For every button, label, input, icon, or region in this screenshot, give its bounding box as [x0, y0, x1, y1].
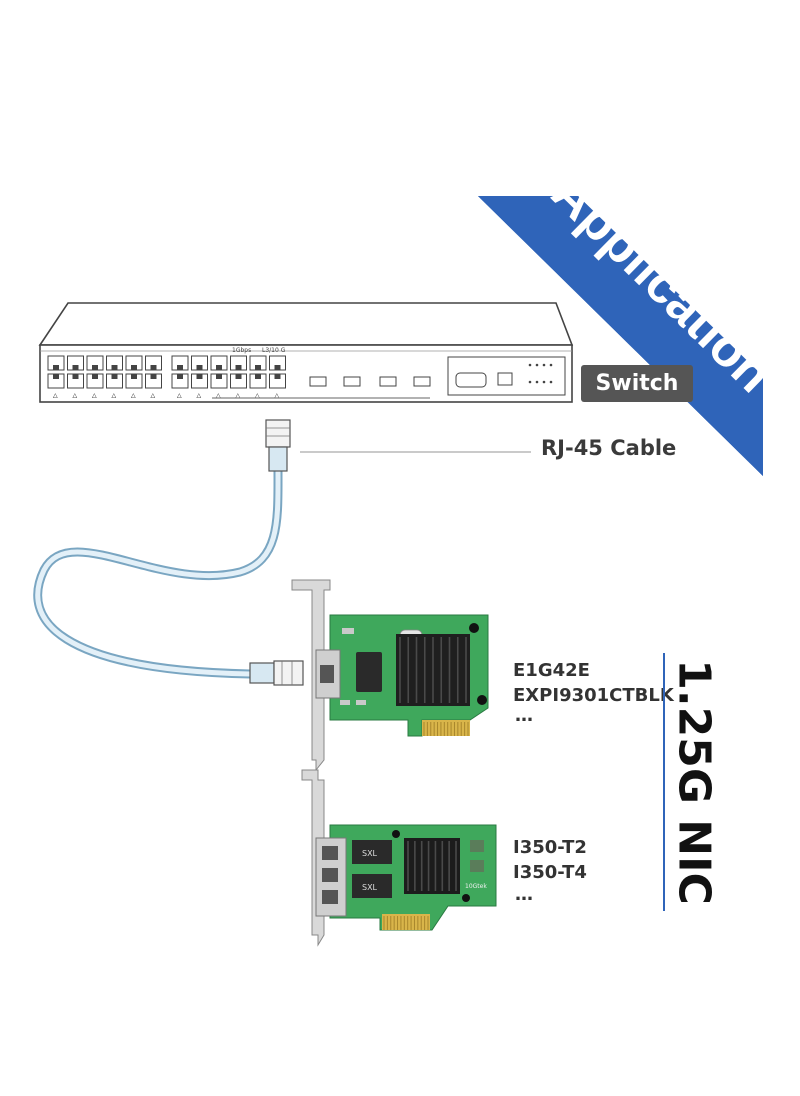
svg-text:△: △	[53, 392, 58, 399]
nic-card-2-gold-fingers	[383, 916, 429, 930]
card-1-model-more: …	[515, 705, 533, 726]
nic-card-1-heatsink	[396, 634, 470, 706]
nic-card-1	[291, 579, 489, 772]
switch-front-text-a: 1Gbps	[232, 347, 251, 354]
nic-group-title: 1.25G NIC	[668, 659, 720, 905]
card-1-model-1: E1G42E	[513, 660, 590, 681]
nic-card-2: SXL SXL 10Gtek	[301, 769, 497, 947]
svg-text:△: △	[216, 392, 221, 399]
svg-text:△: △	[112, 392, 117, 399]
nic-card-2-brand: 10Gtek	[465, 883, 487, 890]
card-1-model-2: EXPI9301CTBLK	[513, 685, 674, 706]
nic-card-1-gold-fingers	[423, 722, 469, 736]
svg-text:△: △	[73, 392, 78, 399]
svg-text:△: △	[177, 392, 182, 399]
svg-text:△: △	[197, 392, 202, 399]
svg-text:△: △	[236, 392, 241, 399]
svg-text:△: △	[131, 392, 136, 399]
svg-text:△: △	[236, 392, 241, 399]
svg-text:△: △	[275, 392, 280, 399]
svg-text:△: △	[275, 392, 280, 399]
svg-text:△: △	[255, 392, 260, 399]
switch-port-block-1: △△△△△△△△△△△△	[47, 355, 162, 399]
svg-text:△: △	[216, 392, 221, 399]
switch-management-panel	[447, 356, 566, 396]
svg-text:△: △	[92, 392, 97, 399]
svg-text:△: △	[53, 392, 58, 399]
switch-label-badge: Switch	[581, 365, 693, 402]
rj45-plug-bottom	[249, 660, 304, 686]
card-2-model-2: I350-T4	[513, 862, 587, 883]
svg-text:△: △	[151, 392, 156, 399]
rj45-cable-label: RJ-45 Cable	[541, 436, 677, 460]
nic-card-2-chip-text-2: SXL	[362, 883, 378, 892]
switch-port-block-2: △△△△△△△△△△△△	[171, 355, 286, 399]
nic-card-2-heatsink	[404, 838, 460, 894]
svg-text:△: △	[92, 392, 97, 399]
card-2-model-more: …	[515, 884, 533, 905]
rj45-plug-top	[265, 419, 291, 472]
nic-group-divider	[663, 653, 665, 911]
svg-text:△: △	[255, 392, 260, 399]
rj45-cable	[33, 419, 531, 686]
network-switch: △△△△△△△△△△△△ △△△△△△△△△△△△ 1Gbps L3/10 G	[38, 302, 574, 403]
card-2-model-1: I350-T2	[513, 837, 587, 858]
svg-text:△: △	[73, 392, 78, 399]
nic-card-2-chip-text-1: SXL	[362, 849, 378, 858]
svg-text:△: △	[112, 392, 117, 399]
svg-text:△: △	[197, 392, 202, 399]
switch-front-text-b: L3/10 G	[262, 347, 286, 354]
svg-text:△: △	[177, 392, 182, 399]
svg-text:△: △	[131, 392, 136, 399]
switch-sfp-ports	[309, 376, 431, 387]
svg-text:△: △	[151, 392, 156, 399]
